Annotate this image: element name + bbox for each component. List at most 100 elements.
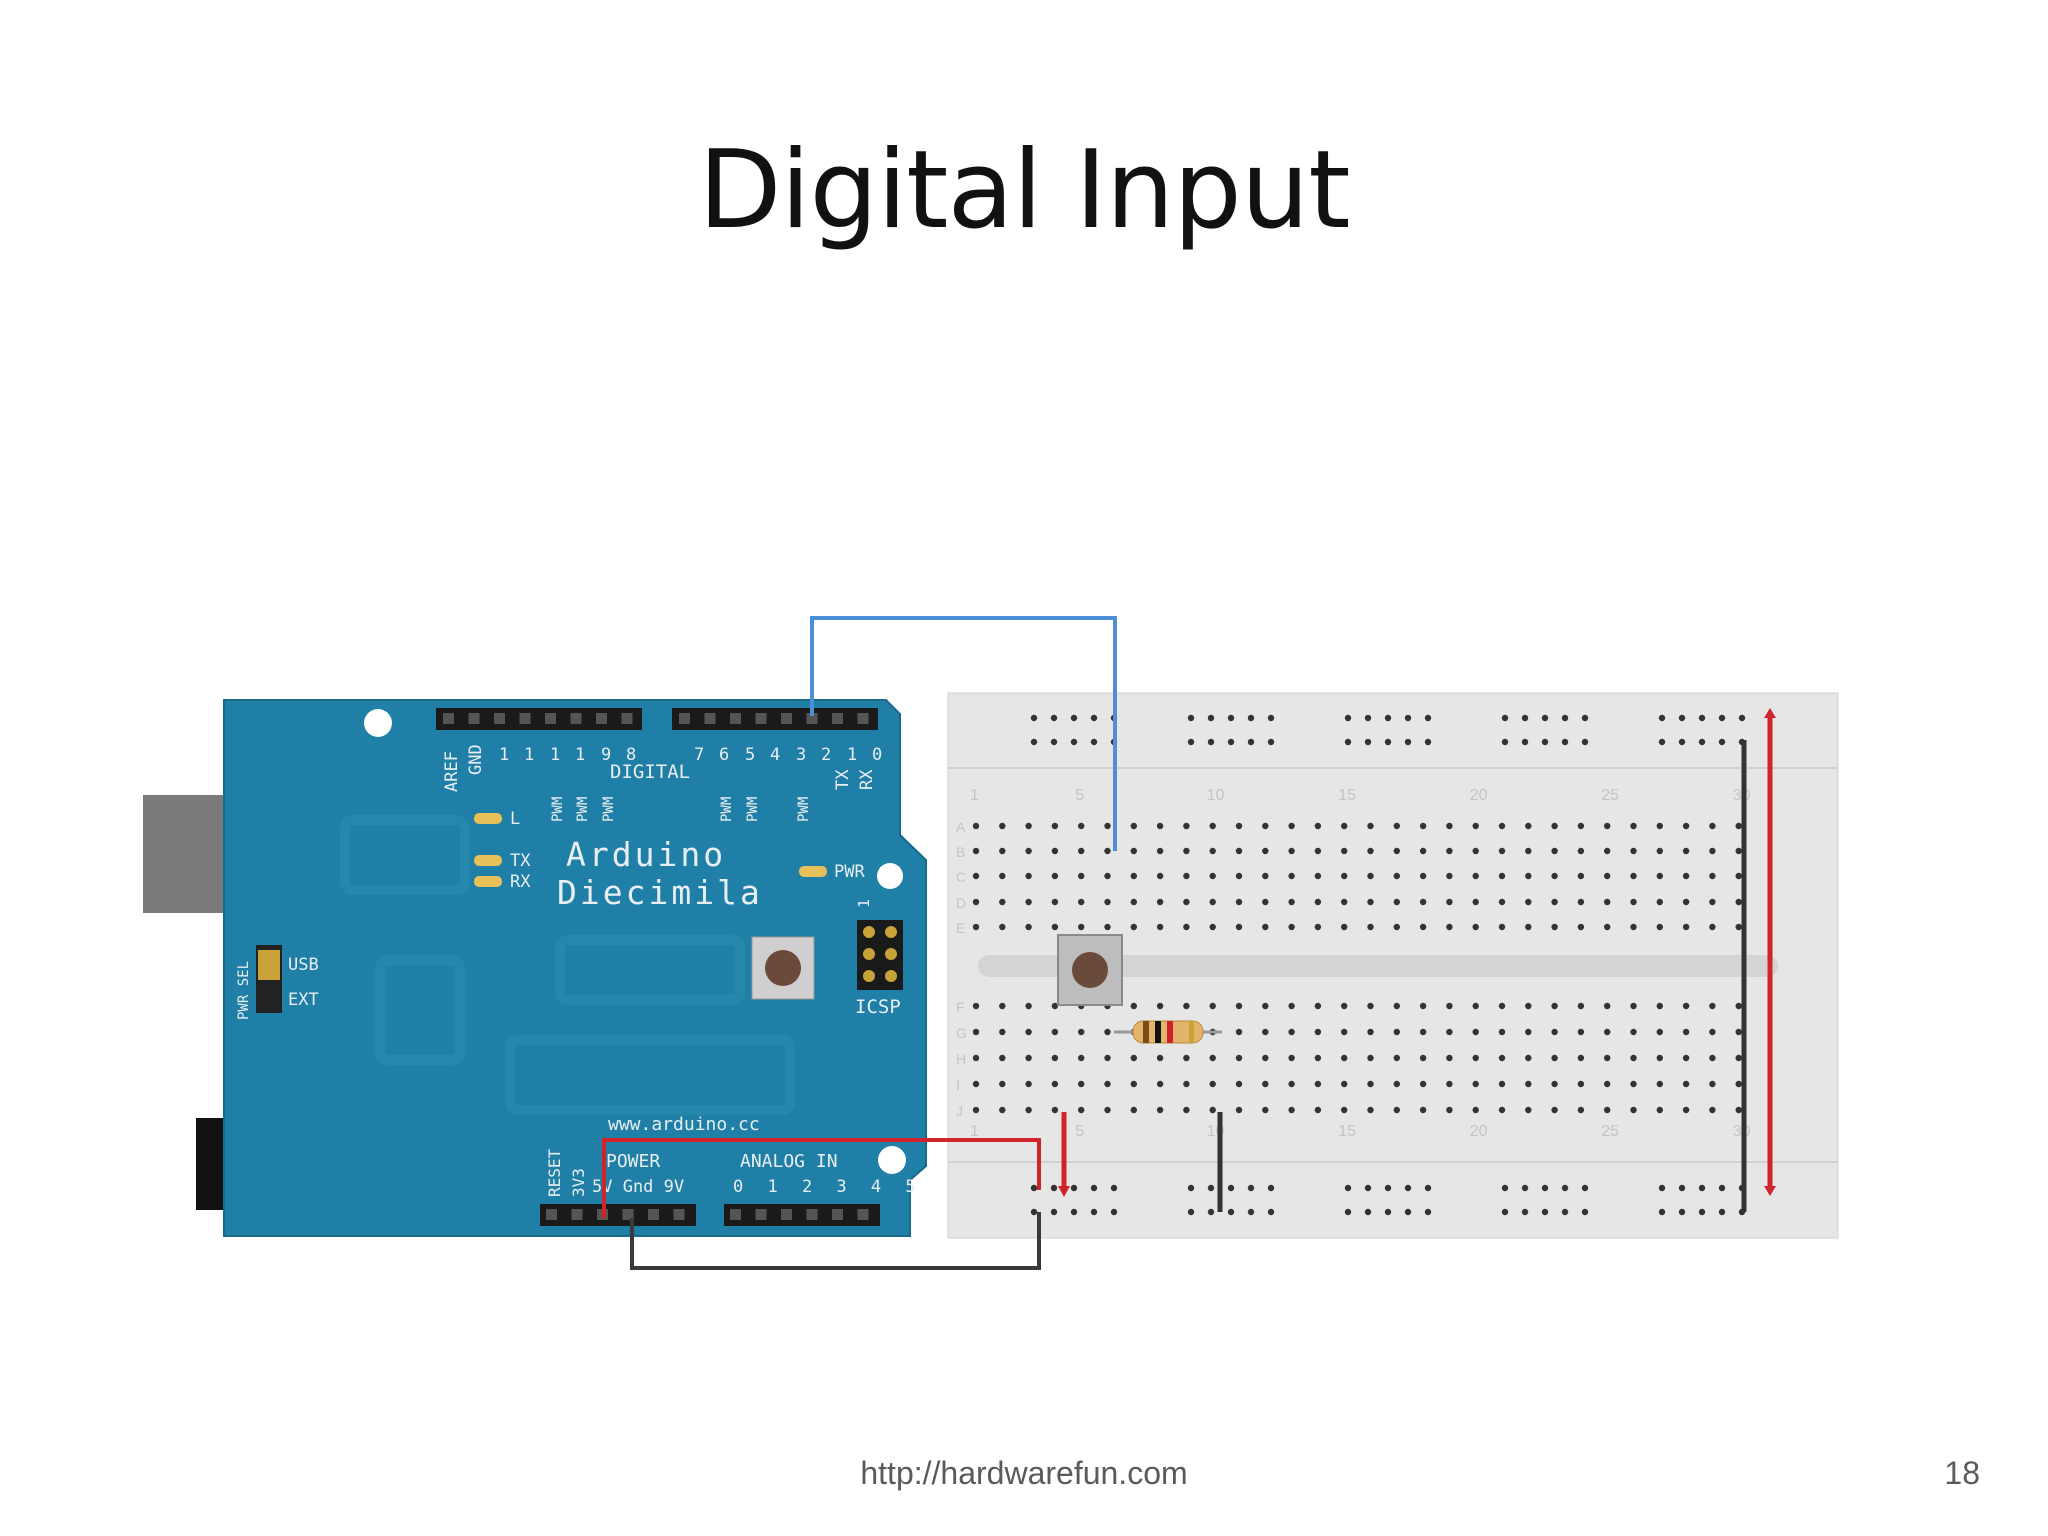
breadboard-hole	[1288, 923, 1295, 931]
breadboard-hole	[1235, 872, 1243, 880]
breadboard-hole	[1314, 847, 1322, 855]
breadboard-hole	[1025, 822, 1032, 830]
breadboard-hole	[1078, 847, 1085, 855]
digital-pin-number: 0	[872, 745, 882, 765]
breadboard-hole	[1183, 1106, 1190, 1114]
digital-pin-number: 1	[575, 745, 585, 765]
breadboard-hole	[1104, 872, 1111, 880]
breadboard-hole	[1446, 847, 1453, 855]
header-pin	[832, 713, 843, 724]
breadboard-hole	[1656, 847, 1664, 855]
breadboard-hole	[1288, 1028, 1295, 1036]
breadboard-hole	[1709, 1028, 1716, 1036]
breadboard-hole	[1472, 872, 1479, 880]
breadboard-hole	[1209, 1106, 1216, 1114]
breadboard-hole	[1682, 847, 1690, 855]
breadboard-hole	[1709, 872, 1716, 880]
breadboard-hole	[1070, 714, 1078, 722]
breadboard-hole	[1393, 1028, 1401, 1036]
breadboard-hole	[1419, 898, 1427, 906]
icsp-pin	[885, 926, 897, 938]
led-rx	[474, 876, 502, 887]
breadboard-hole	[1525, 923, 1532, 931]
row-letter: J	[956, 1103, 963, 1119]
breadboard-hole	[1682, 1054, 1690, 1062]
breadboard-hole	[1604, 847, 1611, 855]
breadboard-hole	[1521, 714, 1529, 722]
breadboard-hole	[1698, 1208, 1706, 1216]
breadboard-hole	[999, 1054, 1006, 1062]
breadboard-hole	[1630, 847, 1637, 855]
breadboard-hole	[1183, 822, 1190, 830]
breadboard-hole	[1384, 1184, 1392, 1192]
breadboard-hole	[1446, 923, 1453, 931]
breadboard-hole	[1288, 1106, 1295, 1114]
breadboard-hole	[1209, 872, 1216, 880]
breadboard-hole	[1630, 1080, 1637, 1088]
breadboard-hole	[1341, 1106, 1348, 1114]
breadboard-hole	[1472, 1054, 1479, 1062]
header-pin	[806, 1209, 818, 1220]
breadboard-hole	[1209, 1080, 1216, 1088]
breadboard-hole	[1577, 898, 1585, 906]
breadboard-hole	[1682, 898, 1690, 906]
breadboard-hole	[999, 847, 1006, 855]
breadboard-hole	[1227, 1208, 1235, 1216]
breadboard-hole	[1472, 1106, 1479, 1114]
breadboard-hole	[1393, 1002, 1401, 1010]
breadboard-hole	[1051, 898, 1059, 906]
breadboard-hole	[1709, 1054, 1716, 1062]
breadboard-hole	[1288, 898, 1295, 906]
breadboard-hole	[999, 822, 1006, 830]
breadboard-hole	[1262, 847, 1269, 855]
breadboard-hole	[1227, 738, 1235, 746]
digital-pin-number: 8	[626, 745, 636, 765]
breadboard-hole	[1709, 1106, 1716, 1114]
breadboard-hole	[1709, 822, 1716, 830]
breadboard-hole	[1709, 847, 1716, 855]
breadboard-hole	[1521, 1184, 1529, 1192]
breadboard-hole	[1110, 1208, 1118, 1216]
breadboard-hole	[1419, 1054, 1427, 1062]
breadboard-hole	[1551, 1054, 1558, 1062]
header-pin	[545, 713, 556, 724]
breadboard-hole	[1682, 1080, 1690, 1088]
breadboard-hole	[1344, 738, 1352, 746]
header-pin	[704, 713, 716, 724]
breadboard-hole	[1235, 1028, 1243, 1036]
breadboard-hole	[1247, 714, 1255, 722]
row-letter: E	[956, 920, 965, 936]
breadboard-hole	[1262, 1106, 1269, 1114]
breadboard-hole	[999, 1028, 1006, 1036]
breadboard-hole	[1090, 714, 1098, 722]
column-number: 20	[1470, 787, 1488, 804]
digital-pin-number: 6	[719, 745, 729, 765]
breadboard-hole	[1209, 847, 1216, 855]
pwm-label: PWM	[745, 797, 761, 822]
gnd-label: GND	[466, 744, 486, 775]
breadboard-hole	[1498, 923, 1506, 931]
breadboard-hole	[1498, 898, 1506, 906]
breadboard-hole	[1156, 847, 1164, 855]
breadboard-hole	[1577, 1028, 1585, 1036]
led-rx-label: RX	[510, 872, 531, 892]
header-pin	[621, 713, 633, 724]
icsp-pin	[863, 948, 875, 960]
breadboard-hole	[1314, 1106, 1322, 1114]
breadboard-holes	[972, 714, 1746, 1216]
breadboard-hole	[1314, 1080, 1322, 1088]
breadboard-hole	[1078, 822, 1085, 830]
breadboard-hole	[1656, 1054, 1664, 1062]
breadboard-hole	[1577, 923, 1585, 931]
digital-pin-number: 1	[524, 745, 534, 765]
breadboard-hole	[1393, 923, 1401, 931]
breadboard-hole	[1341, 898, 1348, 906]
breadboard-hole	[1656, 923, 1664, 931]
breadboard-hole	[1738, 714, 1746, 722]
breadboard-hole	[1187, 738, 1195, 746]
breadboard-hole	[1384, 1208, 1392, 1216]
header-pin	[571, 1209, 583, 1220]
mount-hole-right	[877, 863, 903, 889]
power-header-block	[540, 1204, 696, 1226]
